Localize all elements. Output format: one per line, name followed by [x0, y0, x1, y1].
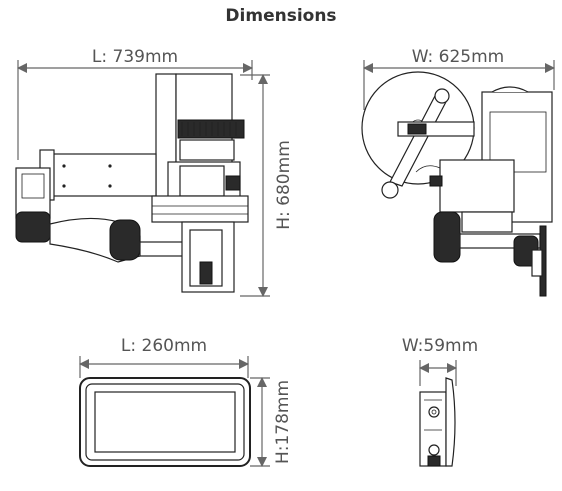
machine-height-label: H: 680mm — [274, 140, 294, 229]
diagram-title: Dimensions — [225, 6, 337, 26]
screen-height-label: H:178mm — [273, 380, 293, 464]
screen-width-label: W:59mm — [402, 336, 478, 356]
machine-side-view: W: 625mm — [361, 47, 555, 297]
screen-front-view: L: 260mm H:178mm — [79, 336, 293, 467]
machine-front-view: L: 739mm H: 680mm — [15, 47, 294, 297]
screen-side-view: W:59mm — [402, 336, 478, 467]
machine-length-label: L: 739mm — [92, 47, 178, 67]
screen-length-label: L: 260mm — [121, 336, 207, 356]
machine-width-label: W: 625mm — [412, 47, 505, 67]
